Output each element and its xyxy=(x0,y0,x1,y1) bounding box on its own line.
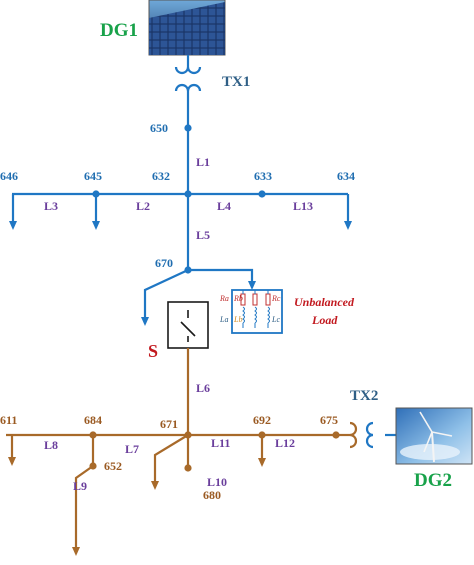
tx2-label: TX2 xyxy=(350,388,378,404)
bus-671-label: 671 xyxy=(160,417,178,431)
line-l11-label: L11 xyxy=(211,436,230,450)
lower-load-arrows xyxy=(8,457,266,556)
dg2-wind-turbine-image xyxy=(395,407,473,465)
bus-675-label: 675 xyxy=(320,413,338,427)
rb-label: Rb xyxy=(233,294,243,303)
tx2-transformer-symbol xyxy=(336,421,396,449)
bus-633-label: 633 xyxy=(254,169,272,183)
line-l6-label: L6 xyxy=(196,381,210,395)
line-l7-label: L7 xyxy=(125,442,139,456)
switch-symbol xyxy=(167,301,209,349)
upper-load-arrows xyxy=(9,221,352,230)
bus-684-label: 684 xyxy=(84,413,102,427)
line-l12-label: L12 xyxy=(275,436,295,450)
la-label: La xyxy=(219,315,228,324)
line-l1-label: L1 xyxy=(196,155,210,169)
line-l9-label: L9 xyxy=(73,479,87,493)
tx1-label: TX1 xyxy=(222,74,250,90)
unbalanced-load-label-line1: Unbalanced xyxy=(294,295,355,309)
dg2-label: DG2 xyxy=(414,470,452,491)
bus-652-label: 652 xyxy=(104,459,122,473)
bus-670-label: 670 xyxy=(155,256,173,270)
bus-670-left-load xyxy=(141,269,189,326)
upper-network-lines xyxy=(11,128,350,270)
lower-network-lines xyxy=(6,348,336,548)
line-l13-label: L13 xyxy=(293,199,313,213)
dg1-solar-panel-image xyxy=(148,0,226,56)
ra-label: Ra xyxy=(219,294,229,303)
line-l8-label: L8 xyxy=(44,438,58,452)
tx1-transformer-symbol xyxy=(174,55,202,128)
line-l2-label: L2 xyxy=(136,199,150,213)
lc-label: Lc xyxy=(271,315,280,324)
bus-611-label: 611 xyxy=(0,413,17,427)
bus-646-label: 646 xyxy=(0,169,18,183)
bus-645-label: 645 xyxy=(84,169,102,183)
bus-692-label: 692 xyxy=(253,413,271,427)
line-l4-label: L4 xyxy=(217,199,231,213)
lb-label: Lb xyxy=(233,315,242,324)
dg1-label: DG1 xyxy=(100,20,138,41)
line-l5-label: L5 xyxy=(196,228,210,242)
lower-bus-nodes xyxy=(89,431,340,472)
unbalanced-load-label-line2: Load xyxy=(311,313,338,327)
bus-632-label: 632 xyxy=(152,169,170,183)
bus-650-label: 650 xyxy=(150,121,168,135)
rc-label: Rc xyxy=(271,294,281,303)
line-l3-label: L3 xyxy=(44,199,58,213)
unbalanced-load-symbol: Ra Rb Rc La Lb Lc xyxy=(188,268,283,334)
switch-label: S xyxy=(148,341,158,361)
bus-634-label: 634 xyxy=(337,169,355,183)
bus-680-label: 680 xyxy=(203,488,221,502)
upper-bus-nodes xyxy=(92,124,266,274)
line-l10-label: L10 xyxy=(207,475,227,489)
